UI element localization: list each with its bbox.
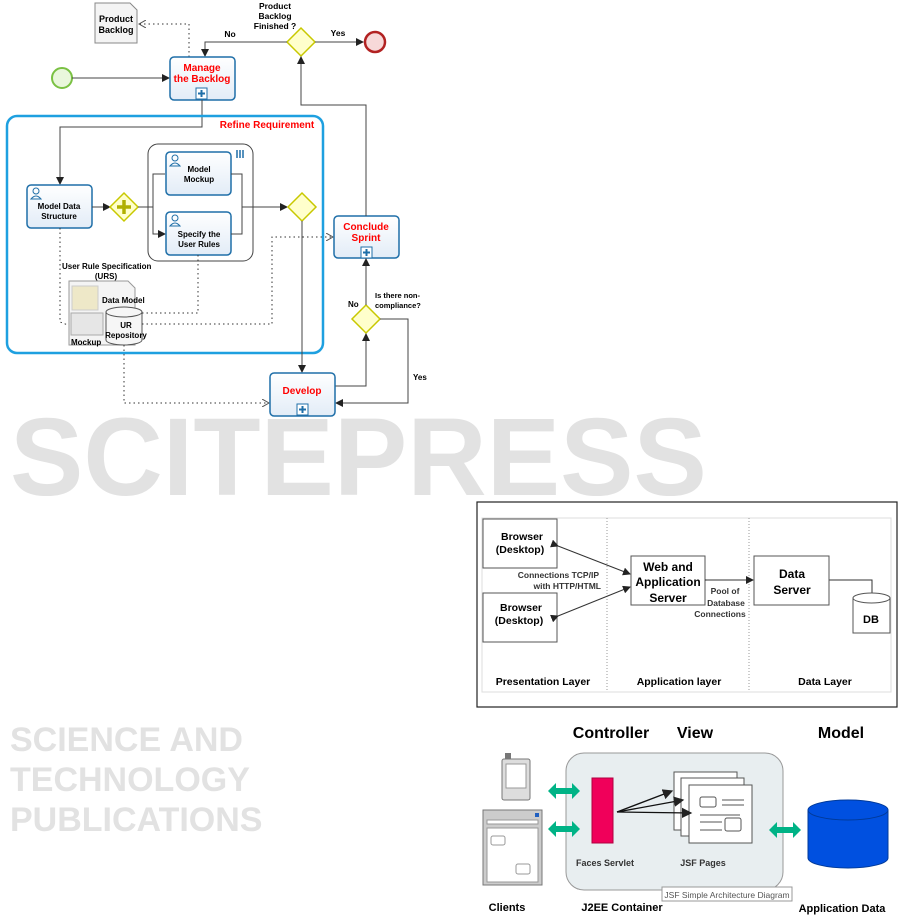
svg-text:(Desktop): (Desktop) [496,544,544,556]
jsf-diagram: Controller View Model Faces Servlet JSF … [482,725,889,915]
parallel-gateway[interactable] [108,191,140,223]
svg-text:UR: UR [120,321,132,330]
browser-desktop-2: Browser (Desktop) [482,592,558,643]
svg-text:Server: Server [649,591,687,605]
svg-text:JSF Simple Architecture Diagra: JSF Simple Architecture Diagram [664,890,789,900]
jsf-pages-label: JSF Pages [680,858,726,868]
svg-text:Mockup: Mockup [184,175,214,184]
svg-text:Product: Product [99,14,133,24]
view-label: View [677,725,714,742]
gateway-backlog-finished[interactable] [285,26,317,58]
svg-text:DB: DB [863,614,879,626]
svg-text:Finished ?: Finished ? [254,21,297,31]
svg-text:Repository: Repository [105,331,147,340]
watermark-sub: SCIENCE AND TECHNOLOGY PUBLICATIONS [10,721,263,839]
label-yes: Yes [331,28,346,38]
j2ee-container-label: J2EE Container [581,902,663,914]
clients-label: Clients [489,902,526,914]
bpmn-diagram: Product Backlog Product Backlog Finished… [5,1,427,417]
svg-text:Model Data: Model Data [38,202,81,211]
browser-client-icon [482,809,543,886]
svg-text:Develop: Develop [283,386,322,397]
svg-text:(Desktop): (Desktop) [495,615,543,627]
multi-instance-icon [236,150,244,158]
watermark: SCITEPRESS [10,396,707,519]
parallel-subprocess[interactable] [147,143,254,262]
svg-text:compliance?: compliance? [375,301,421,310]
presentation-layer-label: Presentation Layer [496,676,591,688]
layers-diagram: Browser (Desktop) Browser (Desktop) Conn… [476,501,898,708]
user-task-icon [168,154,182,167]
svg-text:Structure: Structure [41,212,77,221]
data-layer-label: Data Layer [798,676,852,688]
svg-text:Mockup: Mockup [71,338,101,347]
svg-text:Sprint: Sprint [352,233,382,244]
svg-text:Data: Data [779,567,805,581]
label-no: No [224,29,235,39]
svg-text:Manage: Manage [183,63,221,74]
start-event[interactable] [51,67,73,89]
svg-text:the Backlog: the Backlog [174,74,231,85]
svg-text:Model: Model [187,165,210,174]
task-model-data-structure[interactable]: Model Data Structure [26,184,93,229]
svg-text:with HTTP/HTML: with HTTP/HTML [532,581,601,591]
task-develop[interactable]: Develop [269,372,336,417]
svg-text:Connections: Connections [694,609,746,619]
svg-text:Specify the: Specify the [178,230,221,239]
svg-text:Is there non-: Is there non- [375,291,421,300]
svg-text:Browser: Browser [500,602,542,614]
svg-text:Database: Database [707,598,745,608]
label-no: No [348,300,359,309]
jsf-pages-icon [673,771,753,844]
svg-text:Backlog: Backlog [258,11,291,21]
application-layer-label: Application layer [637,676,722,688]
svg-text:Product: Product [259,1,291,11]
mobile-client-icon [501,753,531,801]
faces-servlet-label: Faces Servlet [576,858,634,868]
label-yes: Yes [413,373,427,382]
end-event[interactable] [363,30,387,54]
application-data-database [807,799,889,869]
pool-label: Pool of [711,586,740,596]
svg-text:Application: Application [635,575,700,589]
urs-label: User Rule Specification [62,262,151,271]
watermark-main: SCITEPRESS [10,396,707,519]
model-label: Model [818,725,864,742]
controller-label: Controller [573,725,649,742]
data-server: Data Server [753,555,830,606]
task-specify-user-rules[interactable]: Specify the User Rules [165,211,232,256]
svg-text:(URS): (URS) [95,272,118,281]
task-manage-backlog[interactable]: Manage the Backlog [169,56,236,101]
svg-text:Web and: Web and [643,560,693,574]
svg-text:Server: Server [773,583,811,597]
svg-text:Backlog: Backlog [98,25,133,35]
refine-requirement-subprocess[interactable] [5,114,325,355]
svg-text:Browser: Browser [501,531,543,543]
user-task-icon [29,187,43,200]
faces-servlet-block [591,777,614,844]
task-conclude-sprint[interactable]: Conclude Sprint [333,215,400,259]
bidirectional-arrow-icon [548,783,801,838]
web-application-server: Web and Application Server [630,555,706,606]
application-data-label: Application Data [799,903,887,915]
task-model-mockup[interactable]: Model Mockup [165,151,232,196]
ur-repository-datastore: UR Repository [105,306,147,346]
svg-text:Data Model: Data Model [102,296,145,305]
db-cylinder: DB [852,592,891,634]
svg-text:User Rules: User Rules [178,240,220,249]
tooltip: JSF Simple Architecture Diagram [661,886,793,902]
user-task-icon [168,214,182,227]
connections-label: Connections TCP/IP [518,570,600,580]
svg-text:Conclude: Conclude [343,222,389,233]
product-backlog-artifact: Product Backlog [94,2,138,44]
refine-requirement-title: Refine Requirement [220,120,315,131]
browser-desktop-1: Browser (Desktop) [482,518,558,569]
exclusive-gateway[interactable] [286,191,318,223]
